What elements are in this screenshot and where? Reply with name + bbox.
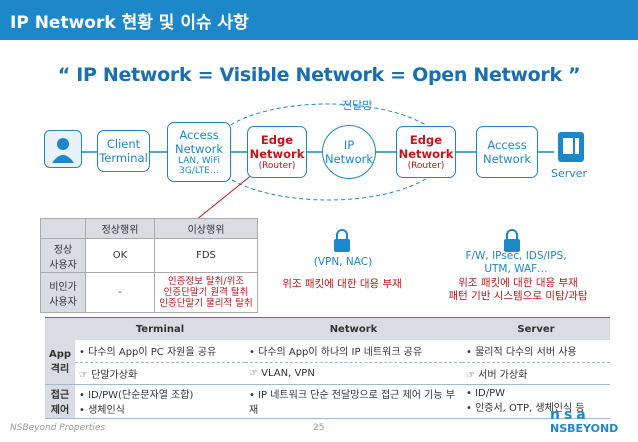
- cell: • IP 네트워크 단순 전달망으로 접근 제어 기능 부재: [245, 384, 462, 419]
- lock-icon: [501, 228, 523, 254]
- cell-line: • 생체인식: [79, 405, 125, 416]
- cell: ☞ 서버 가상화: [462, 362, 610, 385]
- table-row: ☞ 단말가상화 ☞ VLAN, VPN ☞ 서버 가상화: [45, 362, 610, 385]
- table-header: [45, 317, 75, 340]
- right-issue: 위조 패킷에 대한 대응 부재 패턴 기반 시스템으로 미탐/과탐: [448, 277, 588, 302]
- server-label: Server: [551, 167, 588, 180]
- row-key: 정상 사용자: [40, 238, 86, 273]
- cell-line: • ID/PW: [466, 388, 506, 399]
- lock-right-caption: F/W, IPsec, IDS/IPS, UTM, WAF…: [465, 250, 567, 275]
- backbone-label: 전달망: [342, 99, 373, 112]
- lock-icon: [331, 228, 353, 254]
- slogan: “ IP Network = Visible Network = Open Ne…: [57, 64, 581, 86]
- access-left-label: Access Network: [174, 128, 224, 156]
- user-icon: [44, 130, 82, 168]
- table-row: App 격리 • 다수의 App이 PC 자원을 공유 • 다수의 App이 하…: [45, 340, 610, 385]
- access-network-left-node: Access Network LAN, WiFi 3G/LTE…: [167, 122, 231, 182]
- table-header: Server: [462, 317, 610, 340]
- table-header: [40, 218, 86, 239]
- cell: ☞ VLAN, VPN: [245, 362, 462, 385]
- edge-left-label: Edge Network: [249, 133, 305, 161]
- client-terminal-node: Client Terminal: [97, 130, 150, 172]
- table-header-row: 정상행위 이상행위: [40, 218, 258, 239]
- table-row: 정상 사용자 OK FDS: [40, 238, 258, 273]
- edge-right-sub: (Router): [407, 161, 445, 171]
- cell: 인증정보 탈취/위조 인증단말기 원격 탈취 인증단말기 물리적 탈취: [154, 272, 258, 313]
- page-number: 25: [313, 423, 325, 433]
- table-header: 이상행위: [154, 218, 258, 239]
- issue-table: Terminal Network Server App 격리 • 다수의 App…: [45, 317, 610, 419]
- logo-mark: nsa: [550, 407, 590, 423]
- table-header: Terminal: [75, 317, 245, 340]
- edge-right-label: Edge Network: [398, 133, 454, 161]
- behavior-table: 정상행위 이상행위 정상 사용자 OK FDS 비인가 사용자 - 인증정보 탈…: [40, 218, 258, 313]
- cell: -: [85, 272, 155, 313]
- cell: ☞ 단말가상화: [75, 362, 245, 385]
- edge-network-left-node: Edge Network (Router): [247, 126, 307, 178]
- access-left-sub: LAN, WiFi 3G/LTE…: [177, 156, 221, 176]
- cell: • ID/PW(단순문자열 조합) • 생체인식: [75, 384, 245, 419]
- row-key: 비인가 사용자: [40, 272, 86, 313]
- cell: • 다수의 App이 하나의 IP 네트워크 공유: [245, 340, 462, 363]
- cell: • 다수의 App이 PC 자원을 공유: [75, 340, 245, 363]
- cell-line: • ID/PW(단순문자열 조합): [79, 390, 194, 401]
- header-bar: [0, 0, 638, 40]
- row-key: App 격리: [45, 340, 75, 385]
- table-header: Network: [245, 317, 462, 340]
- cell: • ID/PW • 인증서, OTP, 생체인식 등: [462, 384, 610, 419]
- access-network-right-node: Access Network: [476, 126, 538, 178]
- cell: FDS: [154, 238, 258, 273]
- row-key: 접근 제어: [45, 384, 75, 419]
- edge-left-sub: (Router): [258, 161, 296, 171]
- edge-network-right-node: Edge Network (Router): [396, 126, 456, 178]
- table-header-row: Terminal Network Server: [45, 317, 610, 340]
- cell: OK: [85, 238, 155, 273]
- ip-network-node: IP Network: [322, 125, 376, 179]
- footer-text: NSBeyond Properties: [10, 423, 106, 433]
- middle-issue: 위조 패킷에 대한 대응 부재: [282, 278, 402, 290]
- logo-text: NSBEYOND: [550, 422, 619, 435]
- table-row: 비인가 사용자 - 인증정보 탈취/위조 인증단말기 원격 탈취 인증단말기 물…: [40, 272, 258, 313]
- server-icon: [556, 130, 586, 164]
- page-title: IP Network 현황 및 이슈 사항: [10, 13, 249, 33]
- ip-network-label: IP Network: [324, 138, 374, 166]
- table-row: 접근 제어 • ID/PW(단순문자열 조합) • 생체인식 • IP 네트워크…: [45, 384, 610, 419]
- cell: • 물리적 다수의 서버 사용: [462, 340, 610, 363]
- lock-middle-caption: (VPN, NAC): [313, 256, 373, 268]
- cell-line: • 인증서, OTP, 생체인식 등: [466, 403, 585, 414]
- table-header: 정상행위: [85, 218, 155, 239]
